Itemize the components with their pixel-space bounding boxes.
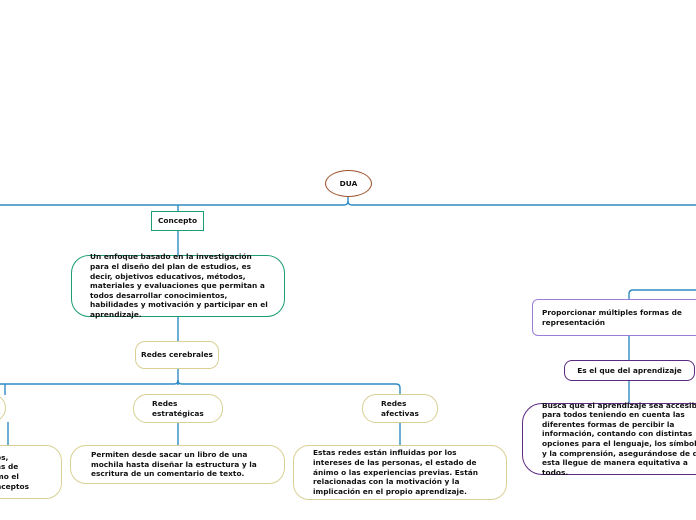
representation-principle-label: Proporcionar múltiples formas de represe… — [542, 307, 682, 327]
what-of-learning-label: Es el que del aprendizaje — [577, 365, 682, 375]
representation-principle-node[interactable]: Proporcionar múltiples formas de represe… — [532, 299, 696, 336]
affective-networks-node[interactable]: Redes afectivas — [362, 394, 438, 423]
link-root-bus — [0, 196, 349, 206]
affective-description-node[interactable]: Estas redes están influidas por los inte… — [293, 445, 507, 500]
strategic-description-text: Permiten desde sacar un libro de una moc… — [91, 450, 257, 479]
root-label: DUA — [339, 178, 358, 188]
root-node[interactable]: DUA — [325, 170, 372, 197]
representation-description-node[interactable]: Busca que el aprendizaje sea accesible p… — [522, 400, 696, 477]
definition-node[interactable]: Un enfoque basado en la investigación pa… — [71, 252, 285, 320]
affective-networks-label: Redes afectivas — [381, 398, 419, 418]
affective-description-text: Estas redes están influidas por los inte… — [313, 448, 478, 496]
brain-networks-label: Redes cerebrales — [141, 350, 213, 360]
strategic-networks-node[interactable]: Redes estratégicas — [133, 394, 223, 423]
strategic-networks-label: Redes estratégicas — [152, 398, 204, 418]
what-of-learning-node[interactable]: Es el que del aprendizaje — [564, 360, 695, 381]
left-description-text: os, ás de mo el nceptos — [0, 452, 29, 491]
link-networks-left — [0, 379, 179, 385]
link-right-bus — [628, 289, 696, 300]
link-root-bus-right — [347, 200, 696, 206]
concept-node[interactable]: Concepto — [151, 211, 204, 231]
strategic-description-node[interactable]: Permiten desde sacar un libro de una moc… — [70, 445, 285, 484]
link-networks-right — [177, 379, 401, 395]
concept-label: Concepto — [157, 216, 198, 226]
left-description-node-partial[interactable]: os, ás de mo el nceptos — [0, 445, 62, 499]
brain-networks-node[interactable]: Redes cerebrales — [135, 341, 219, 369]
representation-description-text: Busca que el aprendizaje sea accesible p… — [542, 400, 696, 477]
definition-text: Un enfoque basado en la investigación pa… — [90, 252, 268, 320]
